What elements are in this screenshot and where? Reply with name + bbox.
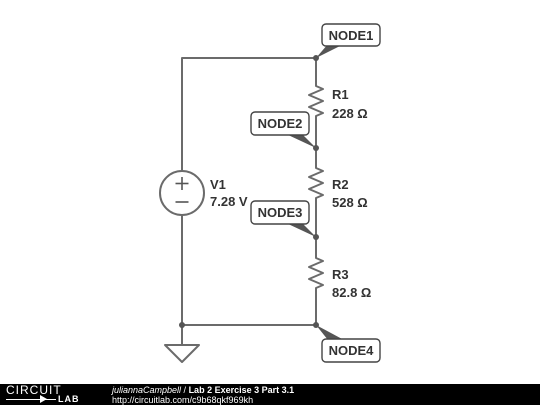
node4-text: NODE4 <box>329 343 375 358</box>
r1-name-label: R1 <box>332 87 349 102</box>
footer-bar: CIRCUIT LAB juliannaCampbell / Lab 2 Exe… <box>0 384 540 405</box>
r2-name-label: R2 <box>332 177 349 192</box>
logo-wire-graphic <box>6 399 56 400</box>
node4-label[interactable]: NODE4 <box>316 325 381 363</box>
credits-separator: / <box>181 385 189 395</box>
node2-text: NODE2 <box>258 116 303 131</box>
node1-text: NODE1 <box>329 28 374 43</box>
v1-name-label: V1 <box>210 177 226 192</box>
circuit-title: Lab 2 Exercise 3 Part 3.1 <box>188 385 295 395</box>
logo-text-bottom: LAB <box>58 394 80 404</box>
author-link[interactable]: juliannaCampbell <box>112 385 182 395</box>
circuit-schematic: V1 7.28 V R1 228 Ω R2 528 Ω R3 82.8 Ω NO… <box>159 23 381 363</box>
node2-label[interactable]: NODE2 <box>250 111 316 148</box>
voltage-source-v1[interactable] <box>159 170 205 216</box>
junction-ground <box>179 322 185 328</box>
diode-icon <box>40 395 47 403</box>
resistor-r3[interactable] <box>308 236 324 305</box>
r3-value-label: 82.8 Ω <box>332 285 371 300</box>
credits: juliannaCampbell / Lab 2 Exercise 3 Part… <box>112 385 294 405</box>
r2-value-label: 528 Ω <box>332 195 368 210</box>
wire-bottom <box>181 215 317 326</box>
node1-label[interactable]: NODE1 <box>316 23 381 58</box>
circuit-url[interactable]: http://circuitlab.com/c9b68qkf969kh <box>112 395 254 405</box>
v1-value-label: 7.28 V <box>210 194 248 209</box>
resistor-r2[interactable] <box>308 147 324 238</box>
circuitlab-logo[interactable]: CIRCUIT LAB <box>6 384 94 405</box>
r1-value-label: 228 Ω <box>332 106 368 121</box>
wire-top <box>181 57 317 171</box>
credits-line-1: juliannaCampbell / Lab 2 Exercise 3 Part… <box>112 385 294 395</box>
logo-text-top: CIRCUIT <box>6 383 62 397</box>
node3-label[interactable]: NODE3 <box>250 200 316 237</box>
ground-symbol <box>164 344 200 363</box>
r3-name-label: R3 <box>332 267 349 282</box>
resistor-r1[interactable] <box>308 81 324 149</box>
node3-text: NODE3 <box>258 205 303 220</box>
